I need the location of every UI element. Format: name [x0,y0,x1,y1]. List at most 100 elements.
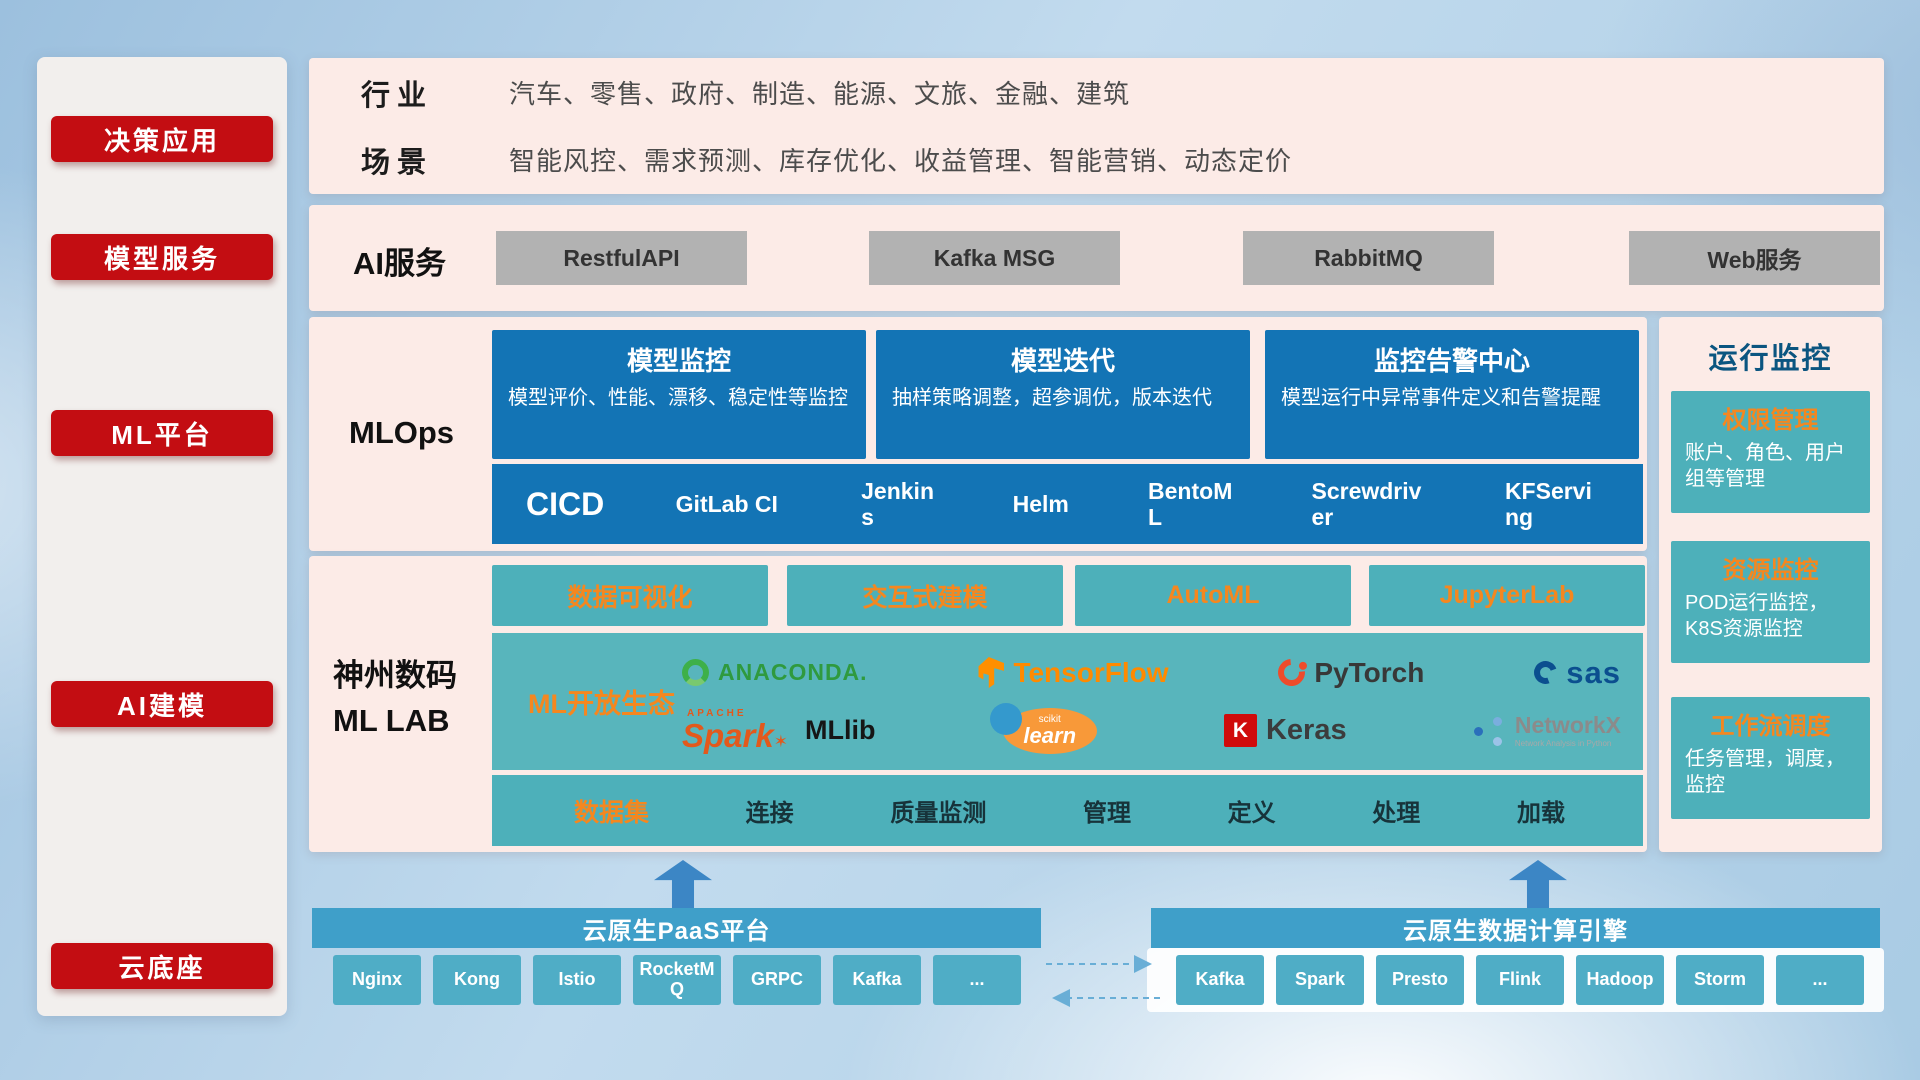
workflow-scheduler-card: 工作流调度 任务管理，调度，监控 [1671,697,1870,819]
industry-row: 行业 汽车、零售、政府、制造、能源、文旅、金融、建筑 [309,59,1884,126]
tool-interactive-modeling: 交互式建模 [787,565,1063,626]
cicd-tool-screwdriver: Screwdriver [1311,477,1422,530]
cicd-tool-kfserving: KFServing [1504,477,1592,530]
engine-item-kafka: Kafka [1176,955,1264,1005]
dataset-label: 数据集 [574,798,650,827]
anaconda-text: ANACONDA. [718,659,868,685]
dataset-row: 数据集 连接 质量监测 管理 定义 处理 加载 [492,775,1643,846]
sas-icon [1530,657,1562,688]
ecosystem-logos: ANACONDA. TensorFlow PyTorch sas [682,644,1643,760]
dataset-item-process: 处理 [1372,800,1421,827]
logo-row-2: APACHE Spark✶ MLlib scikit learn K Kera [682,702,1621,760]
tensorflow-text: TensorFlow [1013,656,1169,688]
pytorch-icon [1272,653,1311,692]
tool-jupyterlab: JupyterLab [1369,565,1645,626]
up-arrow-left [654,860,712,908]
ai-service-web: Web服务 [1629,231,1880,285]
permission-management-card: 权限管理 账户、角色、用户组等管理 [1671,391,1870,513]
scene-list: 智能风控、需求预测、库存优化、收益管理、智能营销、动态定价 [509,146,1293,176]
ai-service-restfulapi: RestfulAPI [496,231,747,285]
mllab-label: 神州数码 ML LAB [333,654,457,744]
engine-item-storm: Storm [1676,955,1764,1005]
mlops-label: MLOps [349,415,455,450]
data-engine-bar: 云原生数据计算引擎 [1151,908,1880,948]
keras-logo: K Keras [1223,714,1347,747]
paas-item-kafka: Kafka [833,955,921,1005]
mllab-panel: 神州数码 ML LAB 数据可视化 交互式建模 AutoML JupyterLa… [309,556,1647,852]
paas-item-more: ... [933,955,1021,1005]
ai-service-rabbitmq: RabbitMQ [1243,231,1494,285]
card-desc: 模型评价、性能、漂移、稳定性等监控 [508,387,848,409]
industry-label: 行业 [361,79,434,112]
networkx-icon [1473,717,1506,745]
tool-data-visualization: 数据可视化 [492,565,768,626]
networkx-subtitle: Network Analysis in Python [1514,738,1612,748]
industry-scene-panel: 行业 汽车、零售、政府、制造、能源、文旅、金融、建筑 场景 智能风控、需求预测、… [309,58,1884,194]
industry-list: 汽车、零售、政府、制造、能源、文旅、金融、建筑 [509,79,1131,109]
up-arrow-right [1509,860,1567,908]
ai-service-panel: AI服务 RestfulAPI Kafka MSG RabbitMQ Web服务 [309,205,1884,311]
cicd-tool-jenkins: Jenkins [861,477,934,530]
paas-platform-bar: 云原生PaaS平台 [312,908,1041,948]
runtime-monitor-title: 运行监控 [1708,343,1833,375]
scikit-learn-icon: scikit learn [989,702,1097,754]
cicd-tool-bentoml: BentoML [1148,477,1233,530]
keras-text: Keras [1265,714,1347,746]
scene-row: 场景 智能风控、需求预测、库存优化、收益管理、智能营销、动态定价 [309,126,1884,193]
apache-text: APACHE [687,708,747,719]
mllib-text: MLlib [804,715,876,745]
paas-item-kong: Kong [433,955,521,1005]
cicd-tool-helm: Helm [1012,490,1069,517]
tool-automl: AutoML [1075,565,1351,626]
learn-text: learn [1023,722,1077,748]
card-desc: 模型运行中异常事件定义和告警提醒 [1281,387,1601,409]
sidebar-item-ai-modeling: AI建模 [51,681,273,727]
engine-item-hadoop: Hadoop [1576,955,1664,1005]
anaconda-icon [682,659,709,686]
networkx-logo: NetworkX Network Analysis in Python [1473,711,1621,748]
pytorch-logo: PyTorch [1272,653,1425,692]
card-title: 模型监控 [626,346,731,376]
spark-star-icon: ✶ [773,732,788,751]
scikit-text: scikit [1038,713,1061,725]
sas-text: sas [1566,654,1621,690]
ai-service-label: AI服务 [353,246,446,281]
anaconda-logo: ANACONDA. [682,659,868,686]
alert-center-card: 监控告警中心 模型运行中异常事件定义和告警提醒 [1265,330,1639,459]
card-desc: 抽样策略调整，超参调优，版本迭代 [892,387,1212,409]
engine-item-more: ... [1776,955,1864,1005]
dataset-item-load: 加载 [1516,800,1565,827]
sas-logo: sas [1530,654,1621,691]
card-title: 模型迭代 [1010,346,1115,376]
cicd-label: CICD [526,485,605,522]
engine-item-flink: Flink [1476,955,1564,1005]
scene-label: 场景 [361,146,434,179]
keras-icon: K [1223,714,1257,747]
tensorflow-logo: TensorFlow [977,656,1169,689]
dashed-exchange-arrows [1046,955,1160,1007]
dataset-item-manage: 管理 [1082,800,1131,827]
dataset-item-connect: 连接 [745,800,794,827]
card-desc: 账户、角色、用户组等管理 [1685,442,1845,490]
left-sidebar: 决策应用 模型服务 ML平台 AI建模 云底座 [37,57,287,1016]
card-title: 工作流调度 [1710,713,1831,740]
sidebar-item-ml-platform: ML平台 [51,410,273,456]
resource-monitor-card: 资源监控 POD运行监控，K8S资源监控 [1671,541,1870,663]
spark-mllib-logo: APACHE Spark✶ MLlib [682,708,876,753]
card-title: 权限管理 [1722,407,1819,434]
card-title: 资源监控 [1722,557,1819,584]
card-desc: POD运行监控，K8S资源监控 [1685,592,1829,640]
logo-row-1: ANACONDA. TensorFlow PyTorch sas [682,644,1621,702]
pytorch-text: PyTorch [1314,656,1425,688]
cicd-bar: CICD GitLab CI Jenkins Helm BentoML Scre… [492,464,1643,544]
mllab-label-line1: 神州数码 [333,658,457,693]
paas-item-nginx: Nginx [333,955,421,1005]
paas-item-istio: Istio [533,955,621,1005]
paas-item-grpc: GRPC [733,955,821,1005]
dataset-item-quality: 质量监测 [890,800,987,827]
card-title: 监控告警中心 [1373,346,1530,376]
runtime-monitor-panel: 运行监控 权限管理 账户、角色、用户组等管理 资源监控 POD运行监控，K8S资… [1659,317,1882,852]
networkx-text: NetworkX [1514,711,1621,738]
paas-item-rocketmq: RocketMQ [633,955,721,1005]
